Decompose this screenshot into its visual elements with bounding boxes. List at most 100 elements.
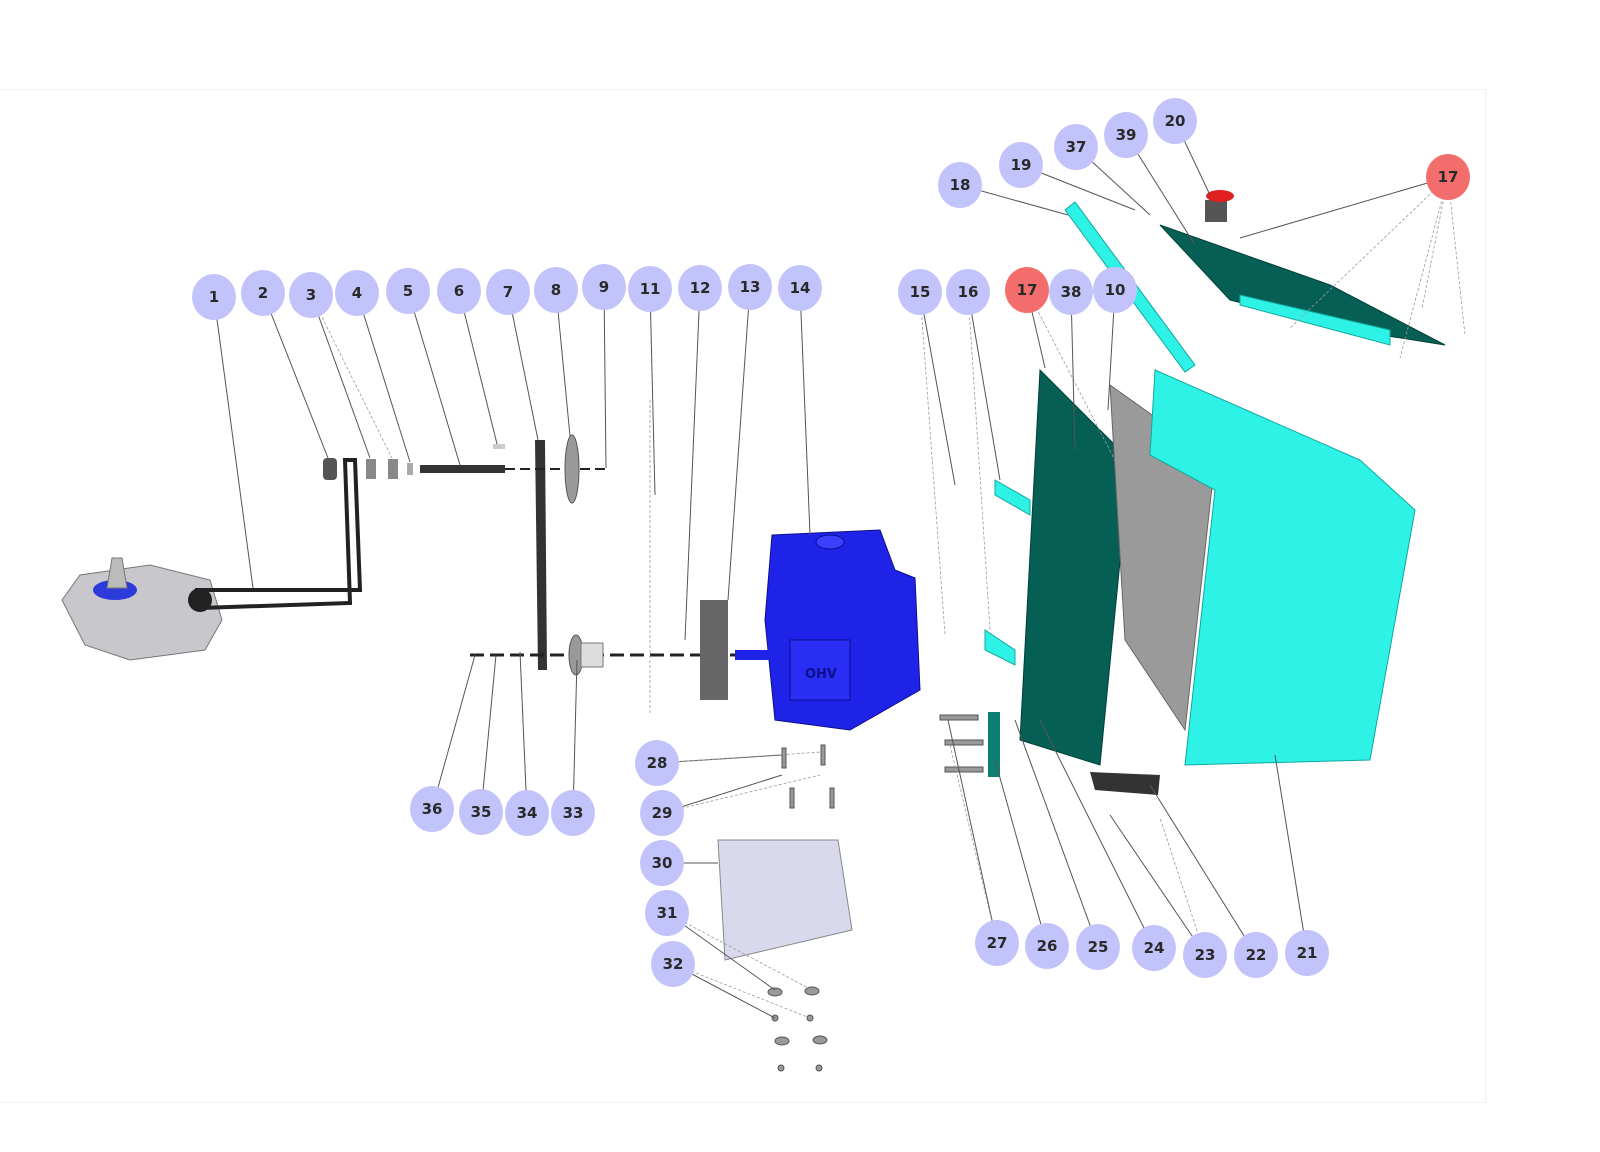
- callout-31[interactable]: 31: [645, 890, 689, 936]
- handle-22: [1090, 772, 1160, 795]
- callout-bubble: [241, 270, 285, 316]
- callout-bubble: [1025, 923, 1069, 969]
- leader-line-11: [649, 288, 656, 496]
- callout-label: 1: [209, 288, 219, 306]
- callout-label: 24: [1144, 939, 1165, 957]
- callout-bubble: [582, 264, 626, 310]
- callout-14[interactable]: 14: [778, 265, 822, 311]
- callout-10[interactable]: 10: [1093, 267, 1137, 313]
- leader-line-3: [310, 294, 393, 459]
- leader-line-23: [1159, 817, 1206, 956]
- gearbox-part: [61, 557, 223, 661]
- leader-line-17: [1447, 176, 1466, 336]
- callout-28[interactable]: 28: [635, 740, 679, 786]
- leader-line-33: [572, 659, 578, 814]
- callout-8[interactable]: 8: [534, 267, 578, 313]
- top-cover-dark: [1159, 224, 1446, 346]
- callout-20[interactable]: 20: [1153, 98, 1197, 144]
- callout-bubble: [728, 264, 772, 310]
- callout-35[interactable]: 35: [459, 789, 503, 835]
- callout-6[interactable]: 6: [437, 268, 481, 314]
- callout-label: 34: [517, 804, 538, 822]
- bracket-16: [984, 479, 1031, 666]
- leader-line-35: [480, 654, 497, 813]
- callout-25[interactable]: 25: [1076, 924, 1120, 970]
- callout-bubble: [1104, 112, 1148, 158]
- callout-15[interactable]: 15: [898, 269, 942, 315]
- callout-label: 33: [563, 804, 584, 822]
- leader-line-28: [656, 751, 822, 764]
- callout-bubble: [640, 840, 684, 886]
- callout-bubble: [635, 740, 679, 786]
- leader-line-27: [947, 719, 998, 944]
- callout-30[interactable]: 30: [640, 840, 684, 886]
- leader-line-15: [919, 291, 956, 486]
- callout-17[interactable]: 17: [1426, 154, 1470, 200]
- callout-label: 23: [1195, 946, 1216, 964]
- callout-38[interactable]: 38: [1049, 269, 1093, 315]
- callout-39[interactable]: 39: [1104, 112, 1148, 158]
- callout-16[interactable]: 16: [946, 269, 990, 315]
- callout-label: 37: [1066, 138, 1087, 156]
- callout-bubble: [1153, 98, 1197, 144]
- callout-bubble: [486, 269, 530, 315]
- callout-33[interactable]: 33: [551, 790, 595, 836]
- leader-line-2: [262, 292, 329, 459]
- callout-bubble: [645, 890, 689, 936]
- leader-line-16: [967, 291, 1001, 481]
- callout-17[interactable]: 17: [1005, 267, 1049, 313]
- callout-bubble: [459, 789, 503, 835]
- parts-layer: OHV: [61, 190, 1446, 1072]
- belt-1: [195, 458, 363, 610]
- leader-line-16: [967, 291, 991, 631]
- callout-label: 25: [1088, 938, 1109, 956]
- callout-22[interactable]: 22: [1234, 932, 1278, 978]
- callout-bubble: [1285, 930, 1329, 976]
- callout-27[interactable]: 27: [975, 920, 1019, 966]
- callout-bubble: [534, 267, 578, 313]
- callout-bubble: [778, 265, 822, 311]
- callout-36[interactable]: 36: [410, 786, 454, 832]
- callout-18[interactable]: 18: [938, 162, 982, 208]
- callout-24[interactable]: 24: [1132, 925, 1176, 971]
- callout-13[interactable]: 13: [728, 264, 772, 310]
- callout-11[interactable]: 11: [628, 266, 672, 312]
- callout-26[interactable]: 26: [1025, 923, 1069, 969]
- callout-21[interactable]: 21: [1285, 930, 1329, 976]
- lower-shaft-assembly: [470, 400, 770, 715]
- callout-7[interactable]: 7: [486, 269, 530, 315]
- callout-5[interactable]: 5: [386, 268, 430, 314]
- callout-label: 26: [1037, 937, 1058, 955]
- callout-32[interactable]: 32: [651, 941, 695, 987]
- callout-bubble: [938, 162, 982, 208]
- callout-bubble: [640, 790, 684, 836]
- callout-label: 39: [1116, 126, 1137, 144]
- callout-2[interactable]: 2: [241, 270, 285, 316]
- callout-9[interactable]: 9: [582, 264, 626, 310]
- callout-19[interactable]: 19: [999, 142, 1043, 188]
- leader-line-27: [949, 744, 998, 944]
- callout-23[interactable]: 23: [1183, 932, 1227, 978]
- callout-bubble: [678, 265, 722, 311]
- callout-label: 20: [1165, 112, 1186, 130]
- callout-label: 28: [647, 754, 668, 772]
- callout-4[interactable]: 4: [335, 270, 379, 316]
- callout-bubble: [437, 268, 481, 314]
- top-bracket-light: [1239, 294, 1391, 346]
- callout-bubble: [192, 274, 236, 320]
- belt-7: [535, 440, 547, 670]
- callout-1[interactable]: 1: [192, 274, 236, 320]
- callout-3[interactable]: 3: [289, 272, 333, 318]
- callout-label: 13: [740, 278, 761, 296]
- callout-37[interactable]: 37: [1054, 124, 1098, 170]
- callout-12[interactable]: 12: [678, 265, 722, 311]
- callout-34[interactable]: 34: [505, 790, 549, 836]
- gasket-26: [988, 712, 1000, 777]
- callout-bubble: [386, 268, 430, 314]
- callout-label: 12: [690, 279, 711, 297]
- callout-bubble: [1054, 124, 1098, 170]
- leader-line-36: [431, 654, 476, 810]
- callout-label: 7: [503, 283, 513, 301]
- callout-29[interactable]: 29: [640, 790, 684, 836]
